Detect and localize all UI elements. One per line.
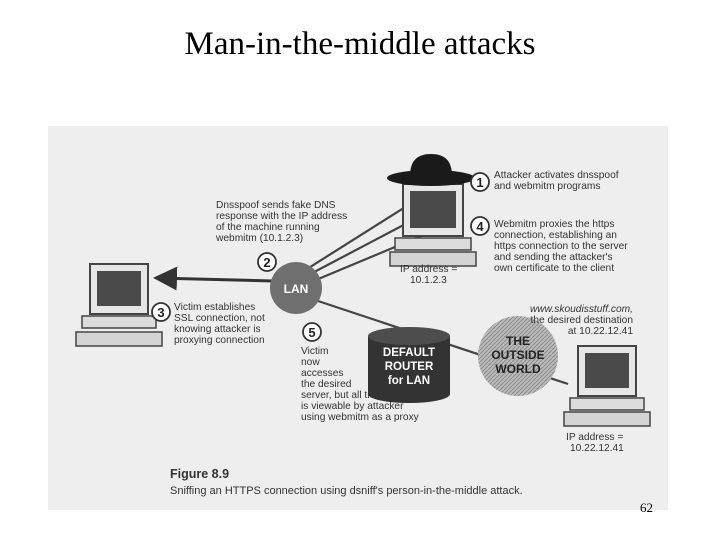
step-5-description: Victim now accesses the desired server, …: [301, 346, 420, 423]
svg-text:webmitm (10.1.2.3): webmitm (10.1.2.3): [215, 233, 303, 244]
svg-text:now: now: [301, 357, 320, 368]
step-4-description: Webmitm proxies the https connection, es…: [494, 219, 628, 274]
black-hat-icon: [387, 154, 475, 186]
attacker-ip-label: IP address = 10.1.2.3: [400, 264, 457, 286]
figure-caption: Figure 8.9 Sniffing an HTTPS connection …: [170, 467, 523, 497]
svg-text:Dnsspoof sends fake DNS: Dnsspoof sends fake DNS: [216, 200, 336, 211]
router-label-line-2: ROUTER: [385, 361, 434, 373]
outside-world-label-line-2: OUTSIDE: [491, 348, 544, 362]
svg-text:Victim establishes: Victim establishes: [174, 302, 255, 313]
caption-text: Sniffing an HTTPS connection using dsnif…: [170, 485, 523, 497]
step-2-description: Dnsspoof sends fake DNS response with th…: [215, 200, 347, 244]
svg-text:using webmitm as a proxy: using webmitm as a proxy: [301, 412, 420, 423]
step-4-badge: 4: [470, 216, 490, 236]
svg-text:the desired destination: the desired destination: [530, 315, 633, 326]
svg-text:response with the IP address: response with the IP address: [216, 211, 347, 222]
svg-text:the desired: the desired: [301, 379, 352, 390]
svg-text:www.skoudisstuff.com,: www.skoudisstuff.com,: [530, 304, 633, 315]
outside-world-label-line-1: THE: [506, 334, 530, 348]
step-4-number: 4: [476, 219, 484, 234]
svg-text:is viewable by attacker: is viewable by attacker: [301, 401, 404, 412]
step-2-badge: 2: [257, 252, 277, 272]
step-3-description: Victim establishes SSL connection, not k…: [174, 302, 265, 346]
default-router-node: DEFAULT ROUTER for LAN: [368, 327, 450, 403]
outside-world-label-line-3: WORLD: [495, 362, 541, 376]
svg-text:proxying connection: proxying connection: [174, 335, 265, 346]
router-label-line-3: for LAN: [388, 375, 430, 387]
destination-computer-icon: [563, 345, 651, 427]
svg-text:connection, establishing an: connection, establishing an: [494, 230, 617, 241]
step-1-description: Attacker activates dnsspoof and webmitm …: [494, 170, 619, 192]
caption-label: Figure 8.9: [170, 467, 229, 481]
step-3-badge: 3: [151, 302, 171, 322]
step-2-number: 2: [263, 255, 270, 270]
svg-text:SSL connection, not: SSL connection, not: [174, 313, 265, 324]
mitm-diagram: LAN DEFAULT ROUTER for LAN THE OUTSIDE W…: [75, 154, 651, 497]
svg-text:and webmitm programs: and webmitm programs: [494, 181, 600, 192]
lan-label: LAN: [284, 282, 309, 296]
svg-text:IP address =: IP address =: [566, 432, 623, 443]
svg-text:of the machine running: of the machine running: [216, 222, 320, 233]
svg-text:https connection to the server: https connection to the server: [494, 241, 628, 252]
attacker-computer-icon: [389, 183, 477, 267]
mitm-figure: LAN DEFAULT ROUTER for LAN THE OUTSIDE W…: [48, 126, 668, 510]
outside-world-node: THE OUTSIDE WORLD: [478, 316, 558, 396]
svg-text:10.22.12.41: 10.22.12.41: [570, 443, 624, 454]
step-3-number: 3: [157, 305, 164, 320]
svg-text:at 10.22.12.41: at 10.22.12.41: [568, 326, 633, 337]
svg-text:server, but all traffic: server, but all traffic: [301, 390, 389, 401]
svg-text:own certificate to the client: own certificate to the client: [494, 263, 614, 274]
lan-node: LAN: [270, 262, 322, 314]
step-5-number: 5: [308, 325, 315, 340]
slide-title: Man-in-the-middle attacks: [184, 26, 536, 62]
svg-text:Attacker activates dnsspoof: Attacker activates dnsspoof: [494, 170, 619, 181]
destination-url-label: www.skoudisstuff.com, the desired destin…: [530, 304, 633, 337]
svg-text:10.1.2.3: 10.1.2.3: [410, 275, 447, 286]
router-label-line-1: DEFAULT: [383, 347, 435, 359]
svg-text:IP address =: IP address =: [400, 264, 457, 275]
svg-text:knowing attacker is: knowing attacker is: [174, 324, 261, 335]
svg-text:Webmitm proxies the https: Webmitm proxies the https: [494, 219, 614, 230]
svg-text:Victim: Victim: [301, 346, 329, 357]
svg-text:accesses: accesses: [301, 368, 343, 379]
step-5-badge: 5: [302, 322, 322, 342]
destination-ip-label: IP address = 10.22.12.41: [566, 432, 624, 454]
victim-computer-icon: [75, 263, 163, 347]
step-1-number: 1: [476, 175, 483, 190]
svg-text:and sending the attacker's: and sending the attacker's: [494, 252, 613, 263]
page-number: 62: [640, 500, 653, 515]
step-1-badge: 1: [470, 172, 490, 192]
arrow-lan-to-victim: [153, 266, 274, 291]
